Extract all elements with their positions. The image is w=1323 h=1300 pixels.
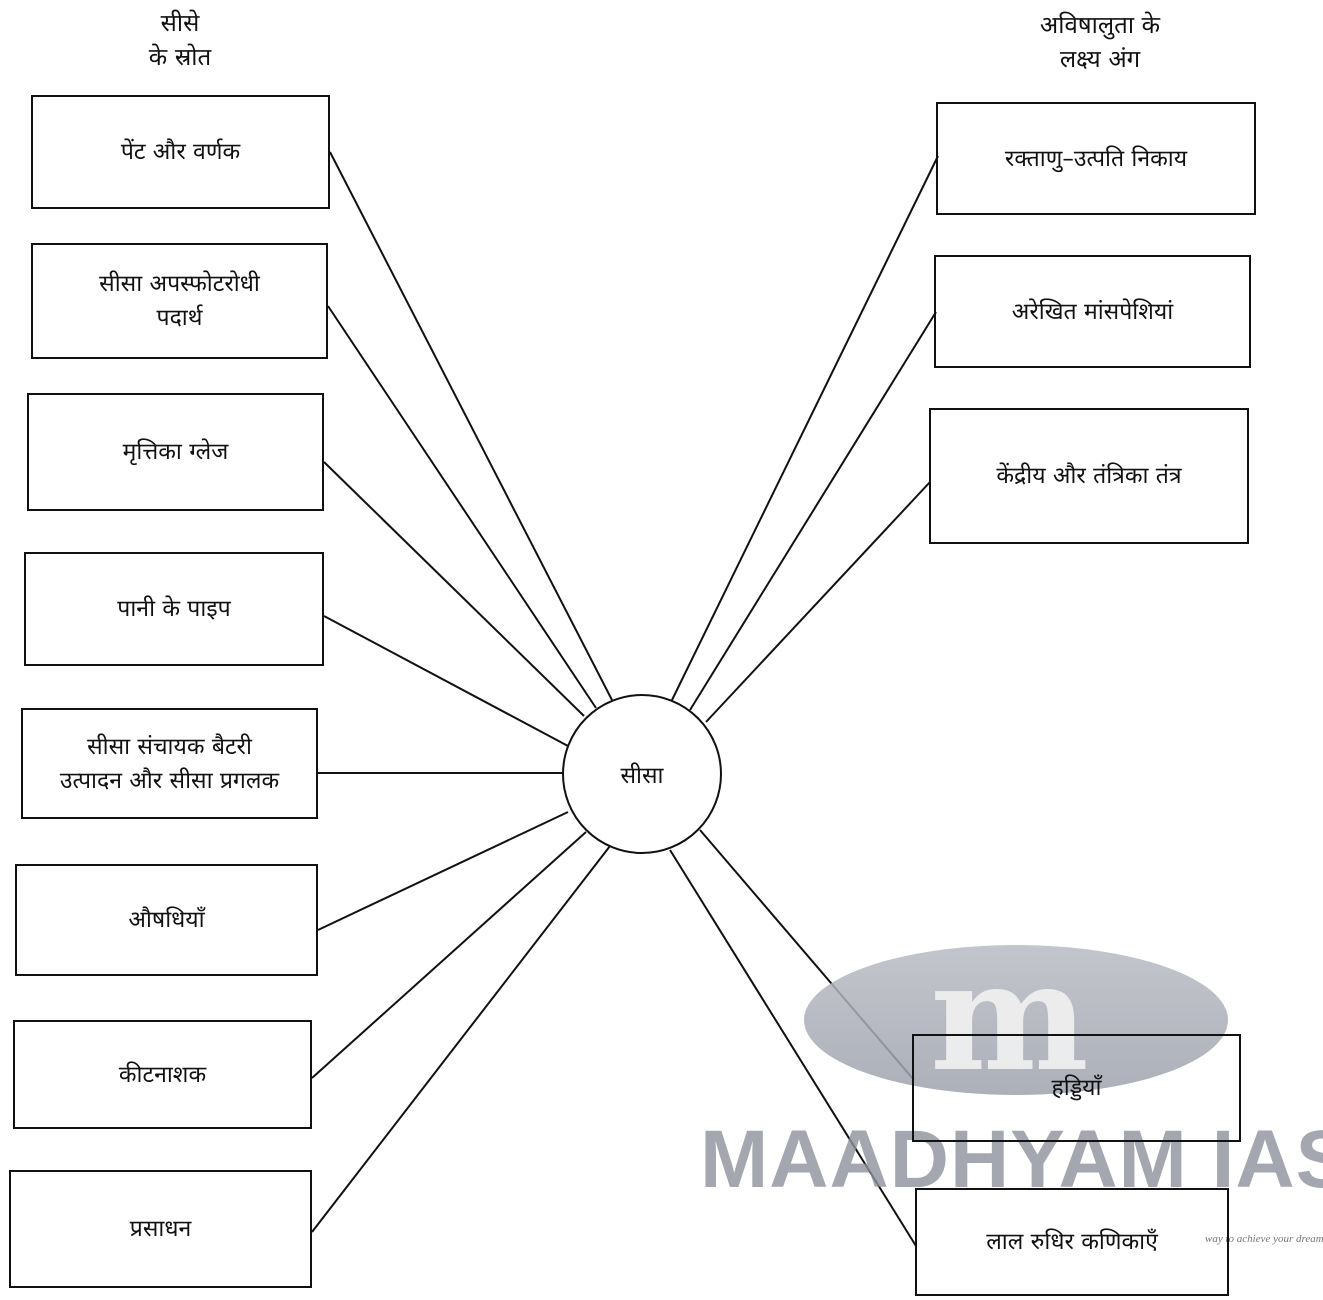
hub-circle: सीसा [562,694,722,854]
source-box: मृत्तिका ग्लेज [27,393,324,511]
targets-heading-line: लक्ष्य अंग [1059,45,1141,73]
target-box: लाल रुधिर कणिकाएँ [915,1188,1229,1296]
source-label: सीसा अपस्फोटरोधी [99,271,260,297]
source-label: मृत्तिका ग्लेज [122,439,229,465]
source-label: पानी के पाइप [117,596,231,622]
target-box: अरेखित मांसपेशियां [934,255,1251,368]
sources-heading-line: सीसे [160,9,200,37]
source-box: कीटनाशक [13,1020,312,1129]
source-box: पानी के पाइप [24,552,324,666]
connector-line [671,155,939,701]
connector-line [689,311,937,711]
connector-line [323,461,585,717]
source-label: पेंट और वर्णक [120,139,241,165]
source-label: प्रसाधन [129,1216,192,1242]
source-label: औषधियाँ [128,907,205,933]
hub-label: सीसा [620,763,664,789]
target-box: हड्डियाँ [912,1034,1241,1142]
target-box: रक्ताणु–उत्पति निकाय [936,102,1256,215]
source-box: प्रसाधन [9,1170,312,1288]
source-box: पेंट और वर्णक [31,95,330,209]
connector-line [311,845,611,1233]
connector-line [329,151,613,701]
connector-line [317,811,569,931]
connector-line [705,481,931,723]
target-label: हड्डियाँ [1051,1075,1102,1101]
targets-heading: अविषालुता के लक्ष्य अंग [990,8,1210,76]
source-box: औषधियाँ [15,864,318,976]
connector-line [669,849,917,1247]
source-label: कीटनाशक [118,1061,207,1088]
connector-line [699,829,915,1081]
source-label: उत्पादन और सीसा प्रगलक [59,767,280,794]
connector-line [323,615,569,747]
connector-line [311,831,587,1079]
source-box: सीसा अपस्फोटरोधी पदार्थ [31,243,328,359]
target-box: केंद्रीय और तंत्रिका तंत्र [929,408,1249,544]
sources-heading-line: के स्रोत [148,43,212,71]
source-label: पदार्थ [156,305,203,331]
target-label: अरेखित मांसपेशियां [1011,298,1174,325]
sources-heading: सीसे के स्रोत [100,6,260,74]
targets-heading-line: अविषालुता के [1039,11,1161,39]
target-label: लाल रुधिर कणिकाएँ [986,1229,1158,1255]
target-label: रक्ताणु–उत्पति निकाय [1004,145,1188,172]
source-box: सीसा संचायक बैटरी उत्पादन और सीसा प्रगलक [21,708,318,819]
source-label: सीसा संचायक बैटरी [87,733,252,760]
connector-line [327,305,597,709]
target-label: केंद्रीय और तंत्रिका तंत्र [996,463,1182,489]
